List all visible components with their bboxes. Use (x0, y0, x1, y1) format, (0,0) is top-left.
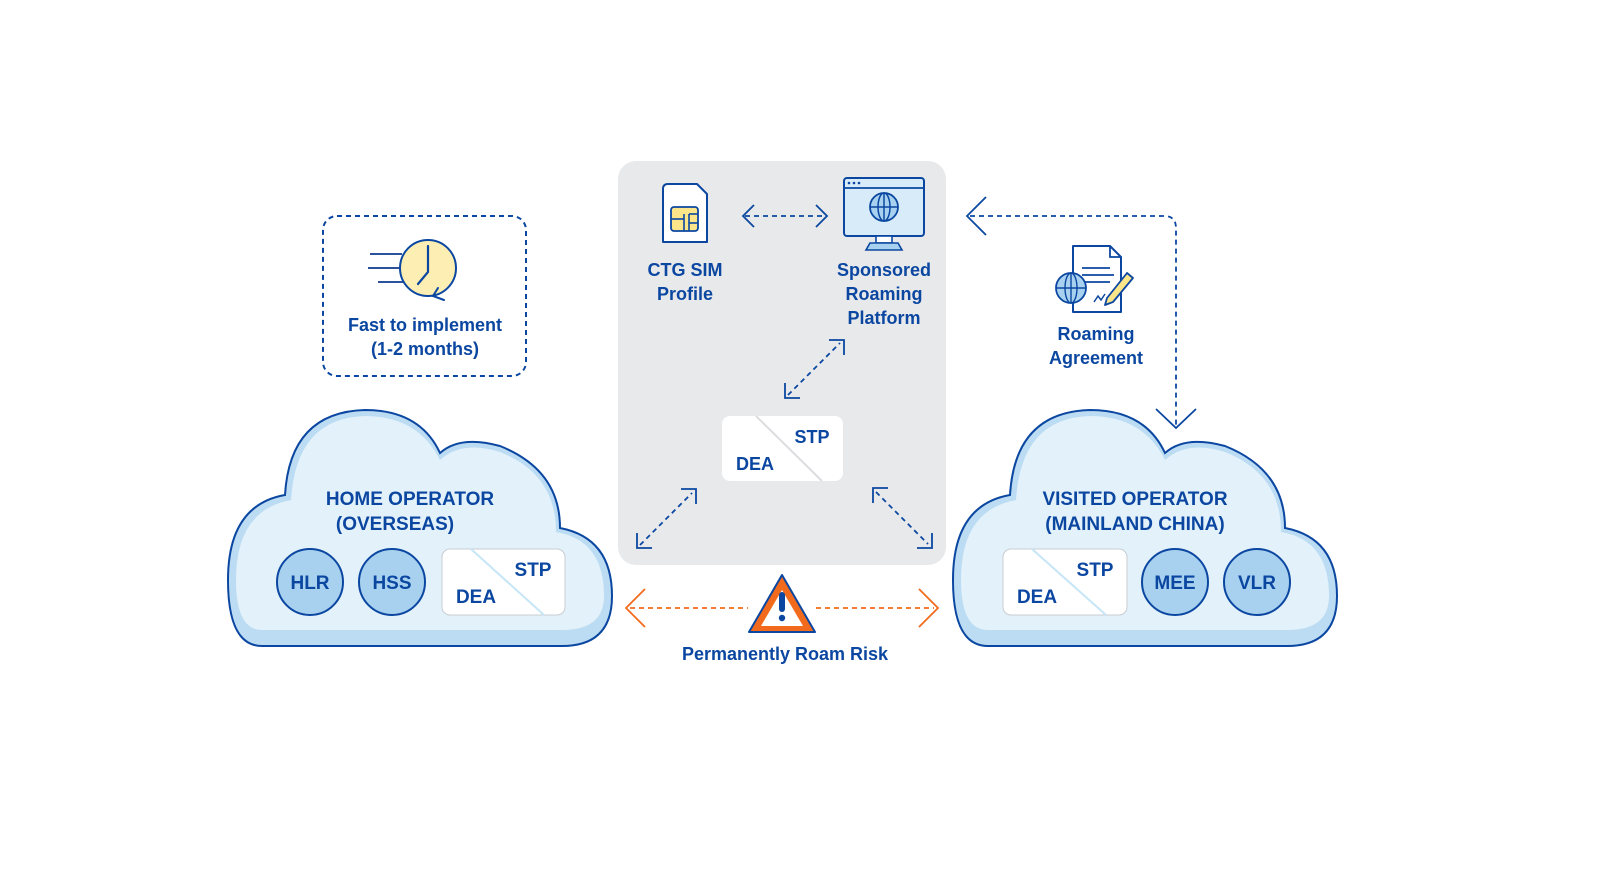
platform-stp-arrow (784, 339, 845, 399)
fast-label-line2: (1-2 months) (371, 339, 479, 359)
sim-card-icon (662, 183, 708, 243)
hss-label: HSS (372, 573, 411, 594)
sim-platform-arrow (741, 204, 829, 228)
stp-visited-arrow (872, 487, 933, 549)
sim-label-line2: Profile (657, 284, 713, 304)
central-dea-label: DEA (736, 454, 774, 474)
home-stp-dea-box: STP DEA (441, 548, 566, 616)
platform-panel: CTG SIM Profile Sponsored Roaming Platfo… (618, 161, 946, 565)
fast-clock-icon (368, 239, 457, 301)
roam-risk-arrow (624, 588, 940, 628)
home-dea-label: DEA (456, 587, 496, 608)
visited-dea-label: DEA (1017, 587, 1057, 608)
roaming-agreement-line2: Agreement (1049, 348, 1143, 368)
mee-label: MEE (1154, 573, 1195, 594)
stp-home-arrow (636, 488, 697, 549)
central-stp-label: STP (794, 427, 829, 447)
hss-node: HSS (358, 548, 426, 616)
vlr-label: VLR (1238, 573, 1276, 594)
contract-globe-pen-icon (1055, 245, 1134, 313)
home-operator-cloud: HOME OPERATOR (OVERSEAS) HLR HSS STP DEA (226, 408, 614, 647)
visited-stp-label: STP (1077, 560, 1114, 581)
sim-label-line1: CTG SIM (648, 260, 723, 280)
platform-label-line2: Roaming (845, 284, 922, 304)
roam-risk-label: Permanently Roam Risk (682, 644, 889, 664)
central-stp-dea-box: STP DEA (722, 415, 843, 482)
mee-node: MEE (1141, 548, 1209, 616)
visited-operator-title1: VISITED OPERATOR (1042, 489, 1227, 510)
fast-label-line1: Fast to implement (348, 315, 502, 335)
platform-label-line3: Platform (847, 308, 920, 328)
home-stp-label: STP (515, 560, 552, 581)
visited-operator-cloud: VISITED OPERATOR (MAINLAND CHINA) STP DE… (951, 408, 1339, 647)
visited-stp-dea-box: STP DEA (1002, 548, 1128, 616)
visited-operator-title2: (MAINLAND CHINA) (1045, 514, 1224, 535)
platform-label-line1: Sponsored (837, 260, 931, 280)
home-operator-title2: (OVERSEAS) (336, 514, 454, 535)
fast-to-implement-box: Fast to implement (1-2 months) (322, 215, 527, 377)
hlr-label: HLR (290, 573, 329, 594)
warning-triangle-icon (748, 574, 816, 633)
roaming-agreement-connector (965, 196, 1197, 430)
hlr-node: HLR (276, 548, 344, 616)
monitor-globe-icon (843, 177, 925, 251)
home-operator-title1: HOME OPERATOR (326, 489, 494, 510)
roaming-agreement-line1: Roaming (1057, 324, 1134, 344)
vlr-node: VLR (1223, 548, 1291, 616)
